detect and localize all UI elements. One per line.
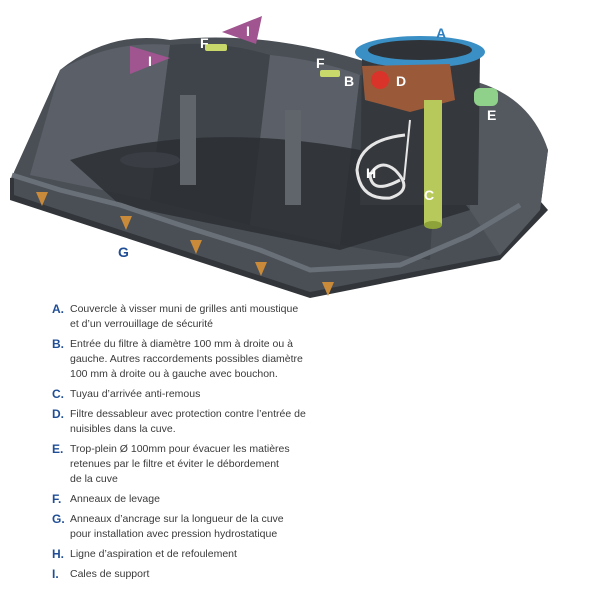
filter-inlet: [371, 71, 389, 89]
callout-h: H: [366, 165, 376, 181]
legend-letter: G.: [52, 512, 65, 526]
legend-text: Cales de support: [70, 568, 150, 580]
callout-c: C: [424, 187, 434, 203]
tank-ledges: [11, 172, 522, 273]
pillar: [180, 95, 196, 185]
support-wedge: [222, 16, 262, 44]
legend-letter: A.: [52, 302, 64, 316]
legend-item-c: C. Tuyau d’arrivée anti-remous: [52, 387, 332, 402]
callout-i-1: I: [148, 53, 152, 69]
legend-item-i: I. Cales de support: [52, 567, 332, 582]
legend-letter: D.: [52, 407, 64, 421]
tank-end-cap: [470, 80, 548, 255]
callout-a: A: [436, 25, 446, 41]
inlet-pipe: [424, 100, 442, 225]
legend-item-e: E. Trop-plein Ø 100mm pour évacuer les m…: [52, 442, 332, 487]
support-wedge: [130, 46, 170, 74]
legend-item-g: G. Anneaux d’ancrage sur la longueur de …: [52, 512, 332, 542]
lid-ring-inner: [368, 40, 472, 60]
legend-item-b: B. Entrée du filtre à diamètre 100 mm à …: [52, 337, 332, 382]
legend-item-h: H. Ligne d’aspiration et de refoulement: [52, 547, 332, 562]
pillar: [285, 110, 301, 205]
callout-b: B: [344, 73, 354, 89]
legend-list: A. Couvercle à visser muni de grilles an…: [52, 302, 332, 587]
legend-letter: E.: [52, 442, 64, 456]
overflow-pipe: [474, 88, 498, 106]
legend-text: Anneaux d’ancrage sur la longueur de la …: [70, 513, 284, 540]
anchor-ring: [322, 282, 334, 296]
callout-f-1: F: [200, 35, 209, 51]
legend-text: Couvercle à visser muni de grilles anti …: [70, 303, 299, 330]
legend-item-a: A. Couvercle à visser muni de grilles an…: [52, 302, 332, 332]
legend-text: Entrée du filtre à diamètre 100 mm à dro…: [70, 338, 303, 380]
anchor-ring: [255, 262, 267, 276]
legend-letter: B.: [52, 337, 64, 351]
legend-letter: I.: [52, 567, 59, 581]
callout-g: G: [118, 244, 129, 260]
anchor-ring: [120, 216, 132, 230]
legend-text: Trop-plein Ø 100mm pour évacuer les mati…: [70, 443, 290, 485]
legend-text: Tuyau d’arrivée anti-remous: [70, 388, 201, 400]
legend-text: Filtre dessableur avec protection contre…: [70, 408, 306, 435]
pillar-base: [120, 152, 180, 168]
suction-hose-line: [403, 119, 411, 181]
anchor-ring: [190, 240, 202, 254]
legend-text: Ligne d’aspiration et de refoulement: [70, 548, 237, 560]
callout-d: D: [396, 73, 406, 89]
lifting-ring: [205, 44, 227, 51]
suction-hose: [355, 133, 406, 200]
callout-e: E: [487, 107, 496, 123]
lifting-ring: [320, 70, 340, 77]
callout-f-2: F: [316, 55, 325, 71]
legend-letter: C.: [52, 387, 64, 401]
callout-i-2: I: [246, 23, 250, 39]
inlet-pipe-end: [424, 221, 442, 229]
legend-item-d: D. Filtre dessableur avec protection con…: [52, 407, 332, 437]
legend-item-f: F. Anneaux de levage: [52, 492, 332, 507]
legend-text: Anneaux de levage: [70, 493, 160, 505]
legend-letter: H.: [52, 547, 64, 561]
anchor-ring: [36, 192, 48, 206]
tank-diagram: A B C D E F F G H I I: [10, 16, 548, 298]
legend-letter: F.: [52, 492, 62, 506]
